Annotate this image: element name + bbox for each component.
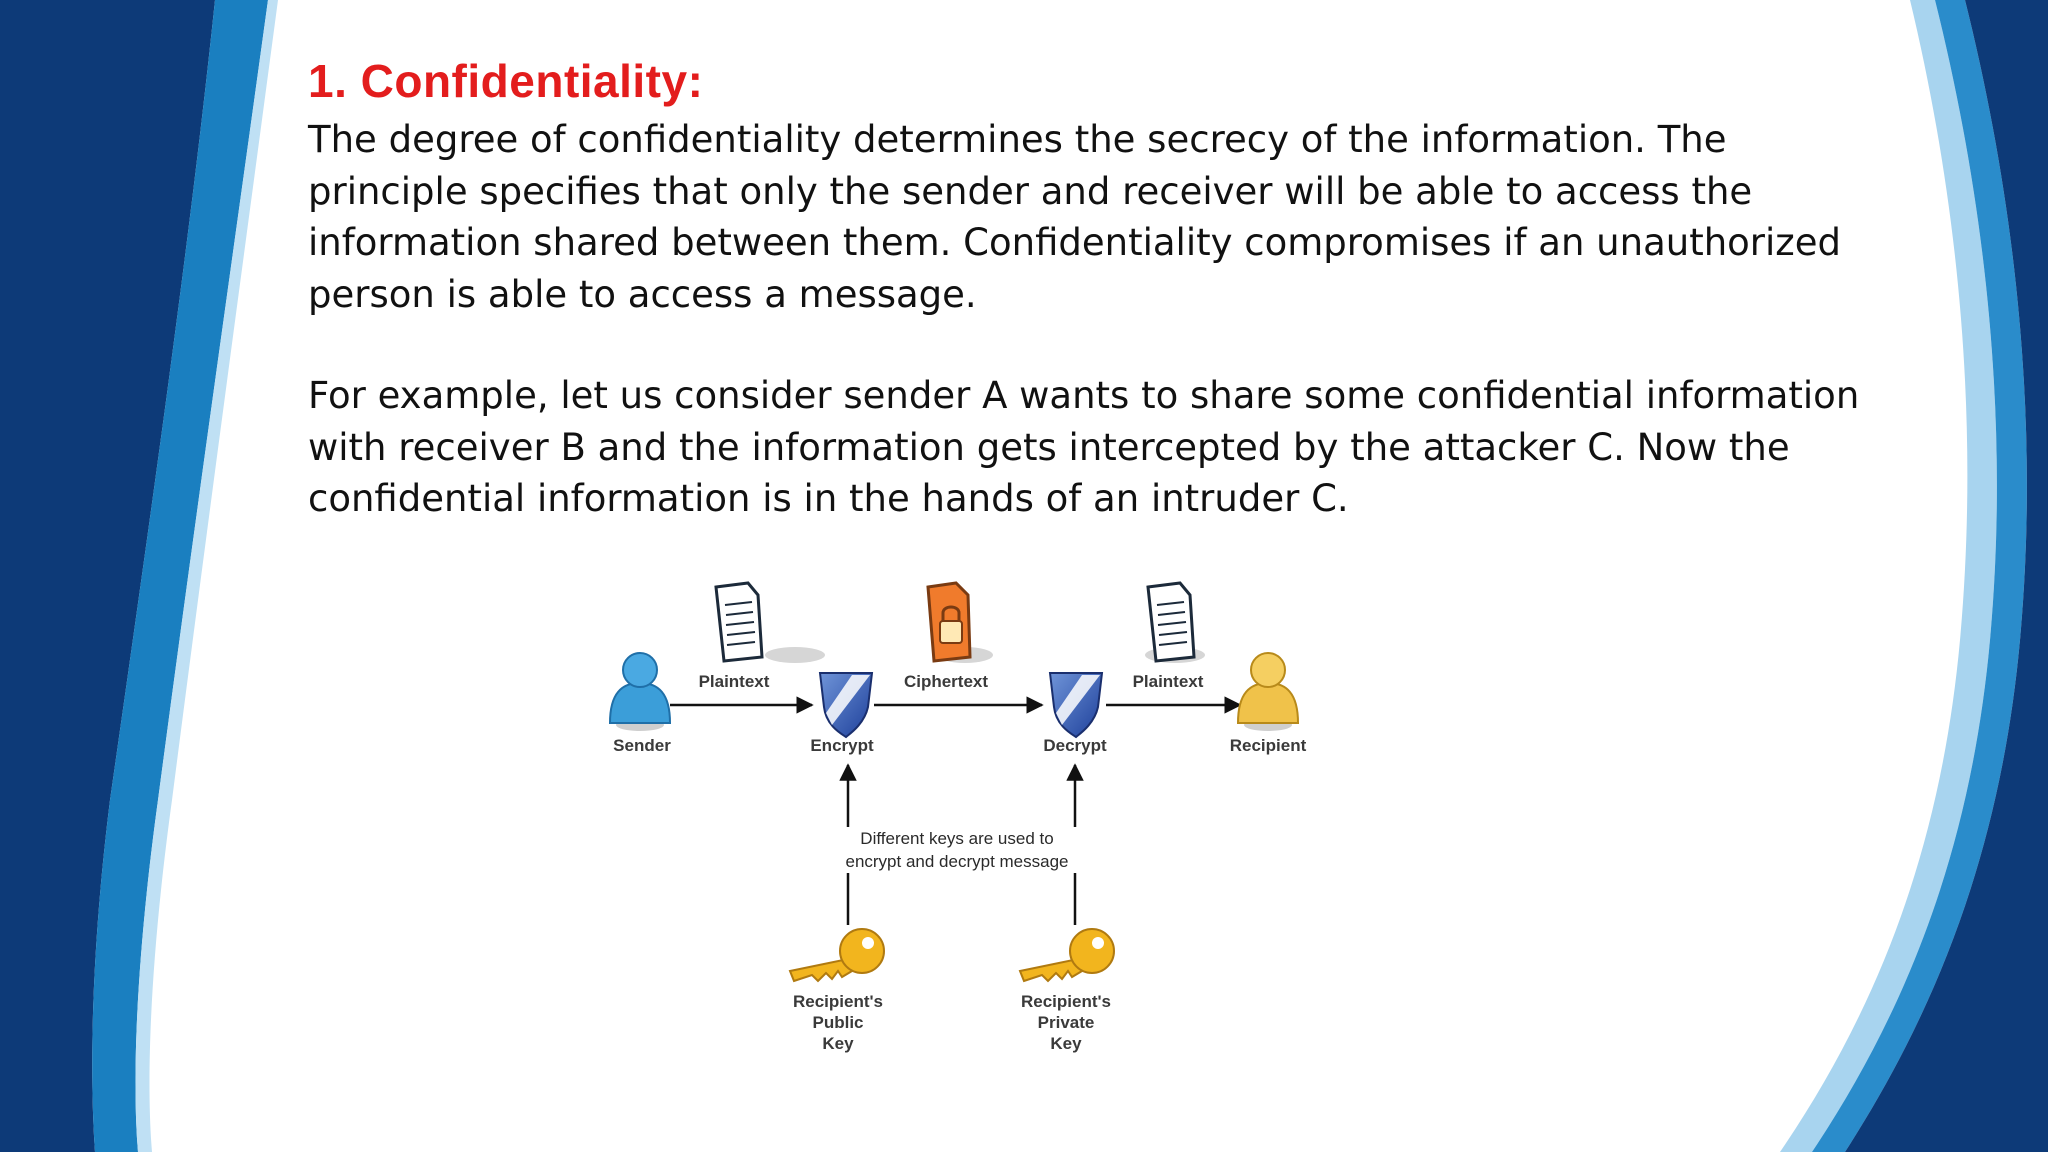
right-wave-blue: [1812, 0, 2027, 1152]
sender-label: Sender: [613, 736, 671, 755]
decrypt-shield-icon: [1048, 672, 1104, 739]
ciphertext-document-icon: [926, 581, 993, 663]
encrypt-label: Encrypt: [810, 736, 874, 755]
left-wave-blue: [92, 0, 268, 1152]
slide-title: 1. Confidentiality:: [308, 55, 704, 107]
public-key-label-1: Recipient's: [793, 992, 883, 1011]
private-key-label-3: Key: [1050, 1034, 1082, 1053]
ciphertext-label: Ciphertext: [904, 672, 988, 691]
plaintext-label-1: Plaintext: [699, 672, 770, 691]
plaintext-label-2: Plaintext: [1133, 672, 1204, 691]
diagram-note-line-2: encrypt and decrypt message: [845, 852, 1068, 871]
recipient-label: Recipient: [1230, 736, 1307, 755]
public-key-icon: [788, 928, 885, 983]
public-key-label-2: Public: [812, 1013, 863, 1032]
encryption-diagram: Sender Plaintext Encrypt Ciphertext Decr…: [608, 581, 1307, 1053]
right-wave-navy: [1845, 0, 2048, 1152]
private-key-label-1: Recipient's: [1021, 992, 1111, 1011]
recipient-icon: [1236, 652, 1300, 731]
decrypt-label: Decrypt: [1043, 736, 1107, 755]
right-wave-light: [1780, 0, 1997, 1152]
sender-icon: [608, 652, 672, 731]
left-wave-light: [135, 0, 278, 1152]
encrypt-shield-icon: [818, 672, 874, 739]
public-key-label-3: Key: [822, 1034, 854, 1053]
private-key-label-2: Private: [1038, 1013, 1095, 1032]
plaintext-document-icon: [714, 581, 825, 663]
diagram-note-line-1: Different keys are used to: [860, 829, 1053, 848]
left-wave-navy: [0, 0, 215, 1152]
example-paragraph: For example, let us consider sender A wa…: [308, 374, 1860, 520]
plaintext-document-icon-2: [1145, 581, 1205, 663]
private-key-icon: [1018, 928, 1115, 983]
definition-paragraph: The degree of confidentiality determines…: [308, 118, 1841, 316]
